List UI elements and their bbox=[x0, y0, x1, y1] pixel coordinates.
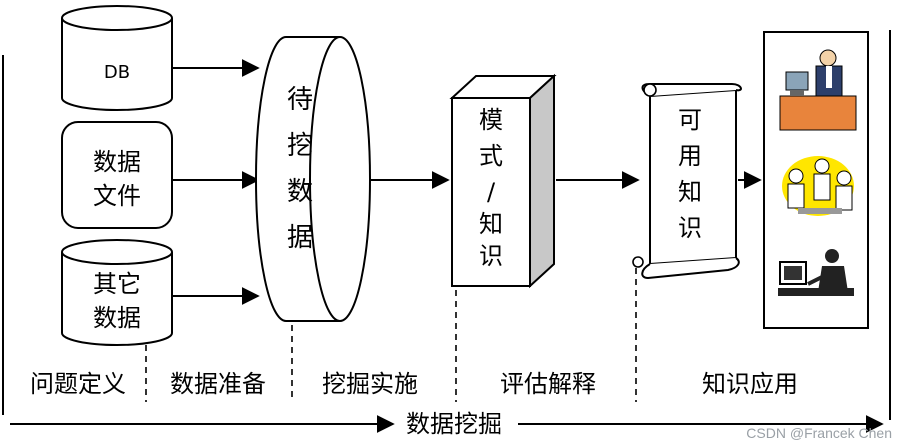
pending-char-3: 数 bbox=[287, 177, 313, 207]
pattern-box: 模 式 / 知 识 bbox=[449, 73, 557, 289]
pattern-char-2: 式 bbox=[479, 142, 503, 170]
person-at-computer-icon bbox=[778, 249, 854, 296]
stage-evaluation: 评估解释 bbox=[500, 370, 596, 398]
pending-char-4: 据 bbox=[287, 223, 313, 253]
data-file-line2: 文件 bbox=[93, 182, 141, 210]
db-cylinder: DB bbox=[61, 5, 173, 111]
data-file-line1: 数据 bbox=[93, 148, 141, 176]
knowledge-char-4: 识 bbox=[678, 214, 702, 242]
other-data-line2: 数据 bbox=[93, 304, 141, 332]
stage-data-preparation: 数据准备 bbox=[170, 370, 266, 398]
person-at-desk-icon bbox=[779, 49, 857, 131]
watermark: CSDN @Francek Chen bbox=[746, 425, 892, 441]
pattern-char-5: 识 bbox=[479, 242, 503, 270]
stage-problem-definition: 问题定义 bbox=[30, 370, 126, 398]
data-file-box: 数据 文件 bbox=[61, 121, 173, 229]
db-label: DB bbox=[104, 62, 130, 83]
knowledge-scroll: 可 用 知 识 bbox=[632, 83, 742, 280]
pattern-char-1: 模 bbox=[479, 106, 503, 134]
stage-mining-implementation: 挖掘实施 bbox=[322, 370, 418, 398]
application-panel bbox=[763, 31, 869, 329]
pattern-char-3: / bbox=[487, 178, 496, 206]
knowledge-char-2: 用 bbox=[678, 142, 702, 170]
pending-char-2: 挖 bbox=[287, 131, 313, 161]
stage-knowledge-application: 知识应用 bbox=[702, 370, 798, 398]
pending-char-1: 待 bbox=[287, 85, 313, 115]
pattern-char-4: 知 bbox=[479, 210, 503, 238]
group-discussion-icon bbox=[782, 156, 854, 216]
knowledge-char-1: 可 bbox=[678, 106, 702, 134]
bottom-label: 数据挖掘 bbox=[406, 410, 502, 438]
other-data-cylinder: 其它 数据 bbox=[61, 239, 173, 346]
pending-data-cylinder: 待 挖 数 据 bbox=[255, 36, 371, 322]
knowledge-char-3: 知 bbox=[678, 178, 702, 206]
other-data-line1: 其它 bbox=[93, 270, 141, 298]
